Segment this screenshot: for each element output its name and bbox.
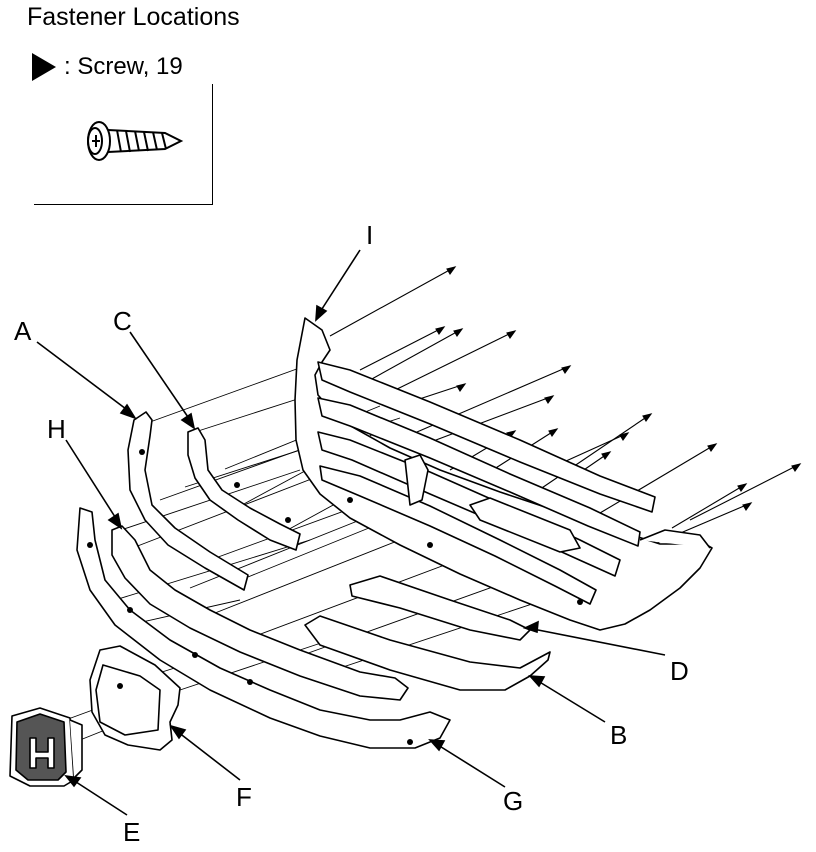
part-d-molding bbox=[349, 575, 531, 641]
part-h-trim bbox=[111, 525, 409, 701]
label-e: E bbox=[123, 817, 140, 847]
leader-lines bbox=[36, 249, 666, 816]
screw-marker-icon bbox=[32, 53, 56, 81]
fastener-legend: : Screw, 19 bbox=[32, 52, 183, 82]
legend-box-right bbox=[212, 84, 213, 205]
label-f: F bbox=[236, 782, 252, 812]
label-b: B bbox=[610, 720, 627, 750]
legend-box-bottom bbox=[34, 204, 213, 205]
clip-markers bbox=[87, 449, 583, 745]
label-i: I bbox=[366, 220, 373, 250]
part-e-emblem bbox=[9, 707, 83, 787]
part-a-bracket bbox=[127, 411, 249, 591]
part-i-main-grille bbox=[294, 317, 713, 631]
label-g: G bbox=[503, 786, 523, 816]
part-c-left-molding bbox=[187, 427, 301, 551]
part-f-emblem-base bbox=[89, 645, 181, 751]
legend-text: : Screw, 19 bbox=[64, 53, 183, 80]
diagram-title: Fastener Locations bbox=[27, 3, 240, 31]
part-g-garnish bbox=[76, 507, 451, 749]
label-c: C bbox=[113, 306, 132, 336]
screw-icon bbox=[87, 121, 184, 161]
label-h: H bbox=[47, 414, 66, 444]
label-a: A bbox=[14, 316, 32, 346]
part-b-lower-molding bbox=[304, 615, 551, 691]
label-d: D bbox=[670, 656, 689, 686]
